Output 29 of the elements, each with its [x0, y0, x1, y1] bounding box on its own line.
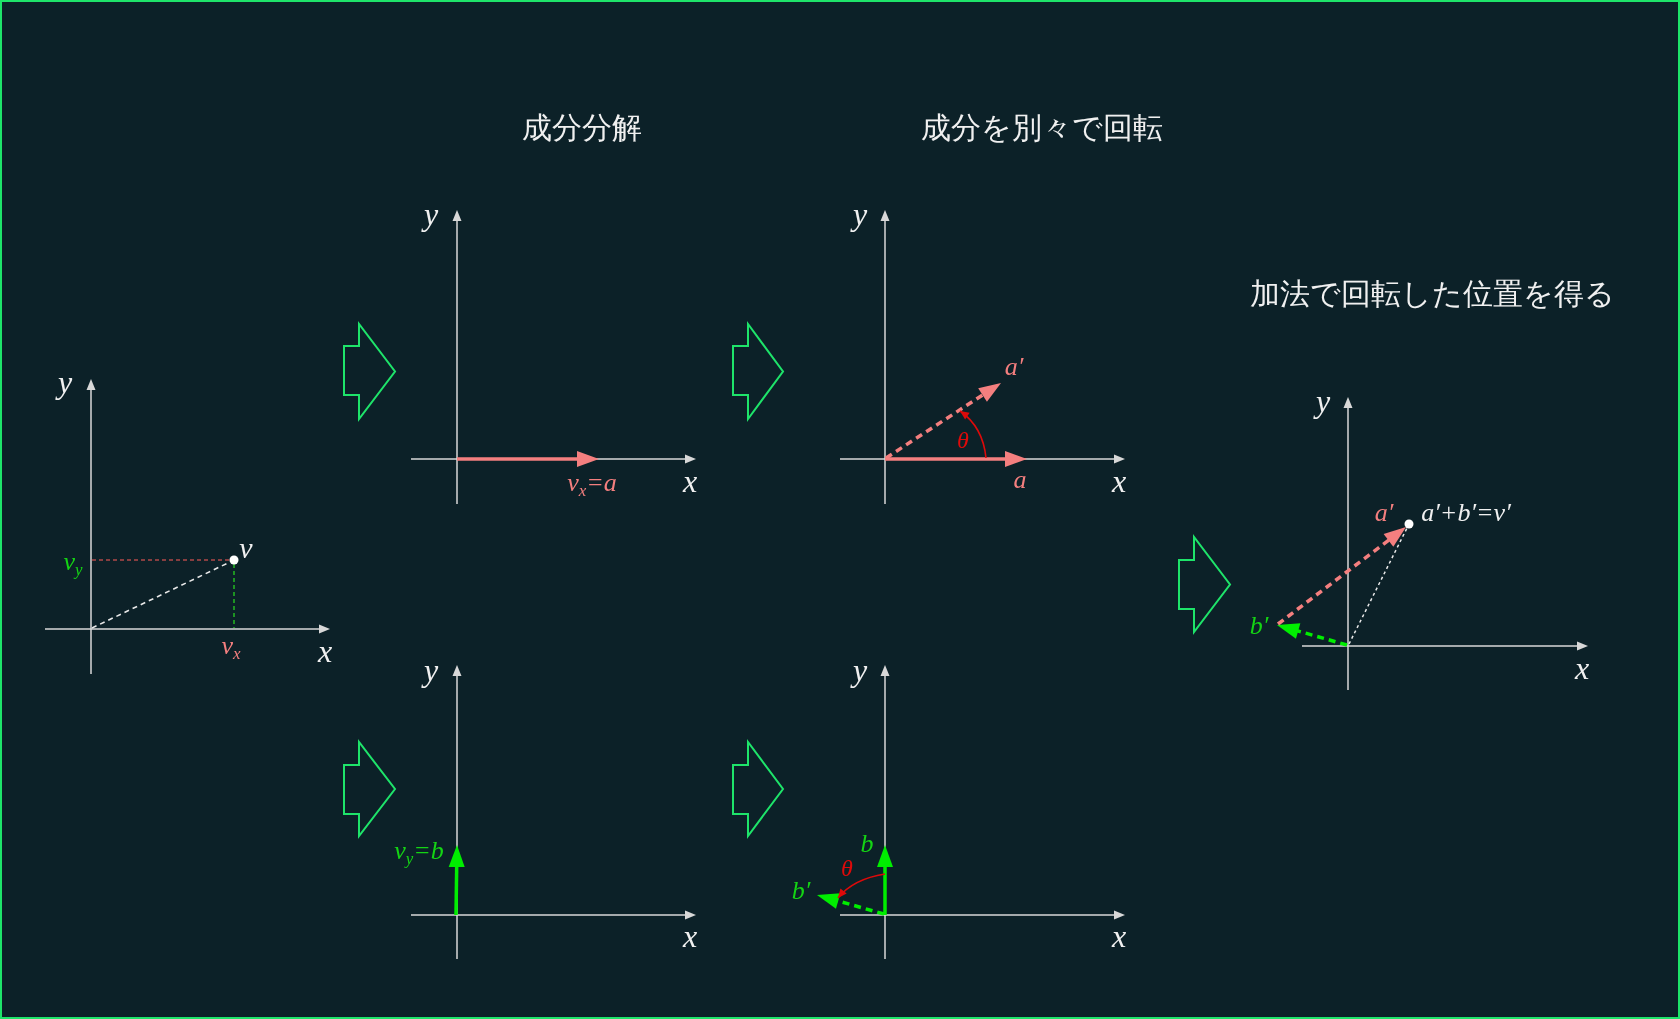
axis-label: y — [423, 653, 439, 689]
axis-label: x — [1574, 651, 1590, 687]
section-heading: 成分を別々で回転 — [921, 110, 1163, 144]
vector-label: b — [860, 829, 874, 859]
axis-label: x — [1111, 464, 1127, 500]
vector-label: v$_{y}$ — [63, 547, 83, 577]
axis-label: y — [57, 365, 73, 401]
axis-label: y — [1315, 384, 1331, 420]
axis-label: x — [682, 919, 698, 955]
section-heading: 加法で回転した位置を得る — [1249, 276, 1615, 310]
vector-label: a′ — [1374, 498, 1394, 528]
angle-label: θ — [957, 426, 969, 454]
point-label: a′+b′=v′ — [1421, 498, 1511, 528]
vector-label: v$_{x}$ — [221, 631, 241, 661]
point-label: v — [239, 530, 253, 564]
section-heading: 成分分解 — [522, 110, 642, 144]
vector-label: a — [1013, 465, 1027, 495]
axis-label: x — [317, 634, 333, 670]
vector-label: b′ — [791, 876, 811, 906]
axis-label: y — [423, 197, 439, 233]
angle-label: θ — [841, 854, 853, 882]
axis-label: x — [1111, 919, 1127, 955]
axis-label: x — [682, 464, 698, 500]
vector-label: v$_{y}$=b — [394, 836, 444, 866]
axis-label: y — [852, 197, 868, 233]
vector-label: v$_{x}$=a — [567, 468, 617, 498]
vector-label: b′ — [1249, 611, 1269, 641]
vector-label: a′ — [1004, 352, 1024, 382]
axis-label: y — [852, 653, 868, 689]
